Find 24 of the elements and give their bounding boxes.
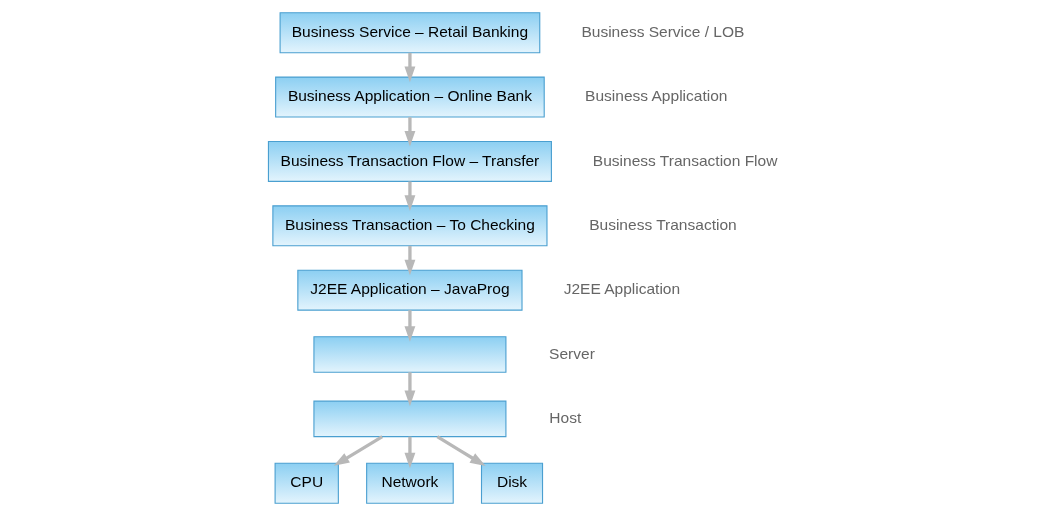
node-box: Network	[366, 462, 454, 504]
arrow	[404, 52, 416, 83]
arrow	[404, 245, 416, 276]
node-label: Host	[549, 409, 582, 427]
node-box: Business Transaction – To Checking	[272, 205, 548, 247]
arrow	[404, 436, 416, 469]
node-label: J2EE Application	[563, 280, 681, 298]
arrow	[404, 181, 416, 211]
node-label: Business Application	[585, 87, 728, 105]
node-label: Business Transaction	[589, 215, 737, 233]
node-box	[313, 400, 507, 438]
node-box: Business Service – Retail Banking	[279, 12, 541, 54]
node-box: CPU	[274, 462, 339, 504]
node-box: Business Application – Online Bank	[275, 76, 545, 118]
node-label: Business Transaction Flow	[592, 151, 778, 169]
arrow	[404, 117, 416, 147]
arrow	[404, 372, 416, 407]
arrow	[404, 310, 416, 342]
node-box	[313, 336, 507, 373]
node-box: Disk	[480, 462, 544, 504]
node-label: Business Service / LOB	[581, 22, 745, 40]
node-label: Server	[549, 344, 595, 362]
node-box: Business Transaction Flow – Transfer	[267, 140, 552, 182]
node-box: J2EE Application – JavaProg	[297, 269, 523, 311]
